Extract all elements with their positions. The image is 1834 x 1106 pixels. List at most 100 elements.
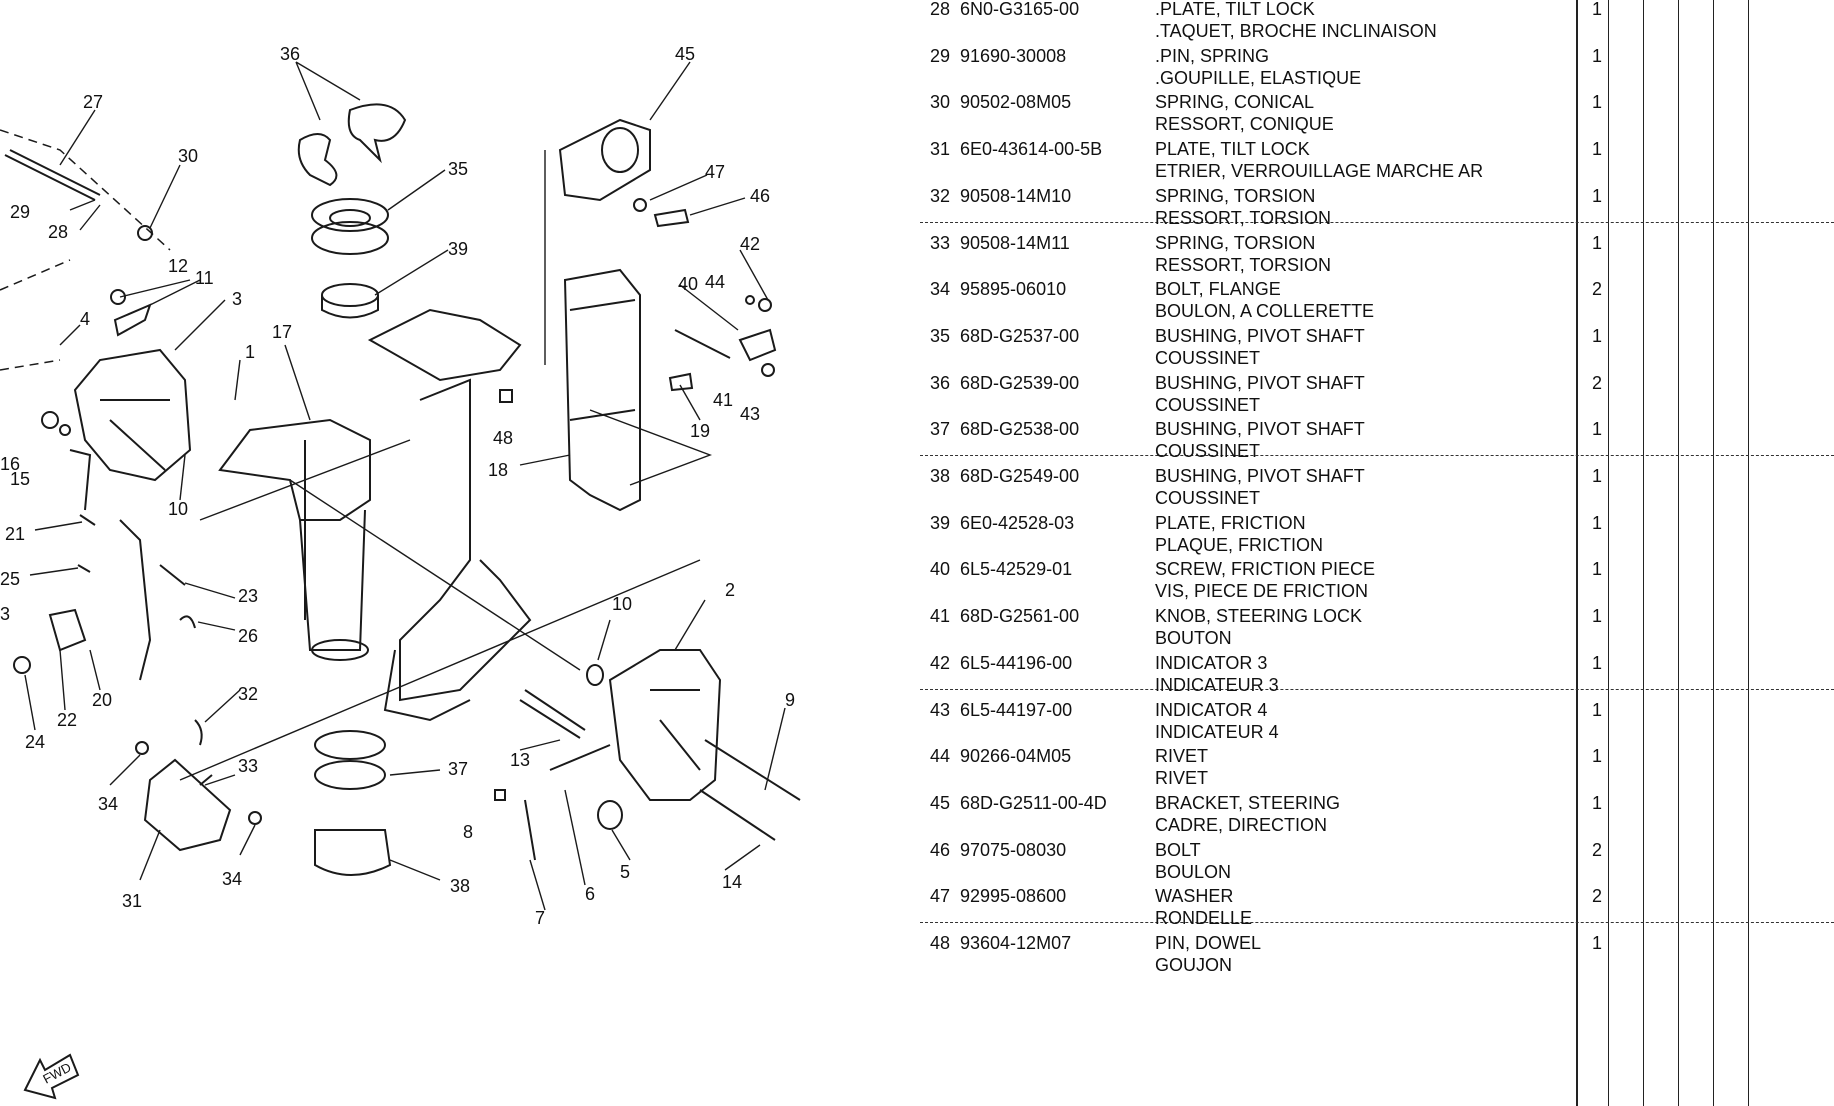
part-spring-6 xyxy=(549,744,611,771)
part-plate-22 xyxy=(48,608,87,652)
leader-24 xyxy=(24,674,36,731)
callout-label: 22 xyxy=(57,710,77,730)
part-number: 92995-08600 xyxy=(960,886,1067,907)
part-ref-number: 40 xyxy=(929,559,950,580)
part-ref-number: 45 xyxy=(929,792,950,813)
callout-label: 19 xyxy=(690,421,710,441)
callout-label: 27 xyxy=(83,92,103,112)
leader-2 xyxy=(674,599,706,651)
part-swivel-bracket-17 xyxy=(218,418,371,651)
part-description-en: SCREW, FRICTION PIECE xyxy=(1155,559,1376,580)
part-clip-11 xyxy=(113,303,152,337)
part-description-fr: GOUJON xyxy=(1155,955,1233,975)
part-number: 91690-30008 xyxy=(960,45,1067,66)
part-description-fr: VIS, PIECE DE FRICTION xyxy=(1155,581,1369,602)
part-quantity: 1 xyxy=(1591,746,1602,767)
column-border xyxy=(1713,0,1714,1106)
leader-46 xyxy=(689,197,746,216)
callout-label: 47 xyxy=(705,162,725,182)
part-indicator-43 xyxy=(761,363,775,377)
part-knob-41 xyxy=(738,328,777,362)
leader-22 xyxy=(59,649,66,711)
leader-10b xyxy=(597,619,611,661)
subassembly-27-box xyxy=(0,129,171,291)
part-washer-10 xyxy=(586,664,604,686)
leader-37 xyxy=(389,769,441,776)
part-bushing-35-hole xyxy=(329,209,371,227)
leader-30 xyxy=(149,164,181,229)
part-number: 90502-08M05 xyxy=(960,92,1072,113)
part-number: 95895-06010 xyxy=(960,279,1067,300)
part-description-en: PLATE, TILT LOCK xyxy=(1155,139,1310,160)
part-bushing-36b xyxy=(297,133,338,187)
callout-label: 13 xyxy=(510,750,530,770)
part-quantity: 1 xyxy=(1591,792,1602,813)
part-description-en: INDICATOR 4 xyxy=(1155,699,1268,720)
part-ref-number: 34 xyxy=(929,279,950,300)
part-ref-number: 38 xyxy=(929,466,950,486)
part-number: 68D-G2561-00 xyxy=(960,606,1080,627)
leader-7 xyxy=(529,859,546,911)
leader-42 xyxy=(739,249,769,301)
part-quantity: 1 xyxy=(1591,419,1602,440)
leader-21 xyxy=(34,521,83,531)
part-description-en: WASHER xyxy=(1155,886,1234,907)
part-spring-26 xyxy=(179,615,196,629)
part-swivel-bracket-17-bottom xyxy=(311,639,369,661)
part-number: 68D-G2537-00 xyxy=(960,325,1080,346)
part-bracket-3 xyxy=(73,348,192,482)
part-quantity: 2 xyxy=(1591,372,1602,393)
callout-label: 29 xyxy=(10,202,30,222)
callout-label: 10 xyxy=(612,594,632,614)
part-number: 68D-G2511-00-4D xyxy=(960,792,1107,813)
part-ref-number: 47 xyxy=(929,886,950,907)
part-number: 6L5-44197-00 xyxy=(960,699,1073,720)
part-description-en: SPRING, TORSION xyxy=(1155,232,1316,253)
callout-label: 30 xyxy=(178,146,198,166)
qty-column-border xyxy=(1576,0,1578,1106)
part-ref-number: 28 xyxy=(929,0,950,19)
part-description-en: BOLT, FLANGE xyxy=(1155,279,1281,300)
part-bolt-19 xyxy=(668,372,694,392)
part-ref-number: 36 xyxy=(929,372,950,393)
part-ref-number: 39 xyxy=(929,512,950,533)
callout-label: 32 xyxy=(238,684,258,704)
leader-36 xyxy=(295,61,361,121)
part-number: 90266-04M05 xyxy=(960,746,1072,767)
leader-3 xyxy=(174,299,226,351)
part-lever-20 xyxy=(119,519,152,681)
callout-label: 34 xyxy=(222,869,242,889)
part-description-fr: COUSSINET xyxy=(1155,441,1261,462)
part-number: 6N0-G3165-00 xyxy=(960,0,1080,19)
row-separator xyxy=(920,689,1834,690)
part-quantity: 1 xyxy=(1591,559,1602,580)
callout-label: 20 xyxy=(92,690,112,710)
part-washer-15 xyxy=(59,424,71,436)
part-description-fr: .GOUPILLE, ELASTIQUE xyxy=(1155,67,1362,88)
guide-line-c xyxy=(289,479,581,671)
part-bolt-46 xyxy=(653,208,690,228)
part-description-en: RIVET xyxy=(1155,746,1209,767)
leader-25 xyxy=(29,567,79,576)
callout-label: 18 xyxy=(488,460,508,480)
part-bracket-3-lower xyxy=(69,449,92,511)
part-description-fr: RESSORT, TORSION xyxy=(1155,254,1332,275)
part-spring-33 xyxy=(199,774,213,786)
leader-5 xyxy=(611,829,631,861)
part-quantity: 1 xyxy=(1591,0,1602,19)
leader-10a xyxy=(179,454,186,501)
part-washer-47 xyxy=(633,198,647,212)
part-number: 6L5-42529-01 xyxy=(960,559,1073,580)
part-bolt-14 xyxy=(699,789,776,841)
part-ref-number: 30 xyxy=(929,92,950,113)
part-number: 68D-G2538-00 xyxy=(960,419,1080,440)
part-description-fr: RESSORT, CONIQUE xyxy=(1155,114,1334,135)
part-ref-number: 29 xyxy=(929,45,950,66)
part-quantity: 1 xyxy=(1591,652,1602,673)
leader-27 xyxy=(59,109,96,166)
part-number: 6E0-43614-00-5B xyxy=(960,139,1103,160)
part-ref-number: 42 xyxy=(929,652,950,673)
leader-31 xyxy=(139,829,161,881)
callout-label: 16 xyxy=(0,454,20,474)
